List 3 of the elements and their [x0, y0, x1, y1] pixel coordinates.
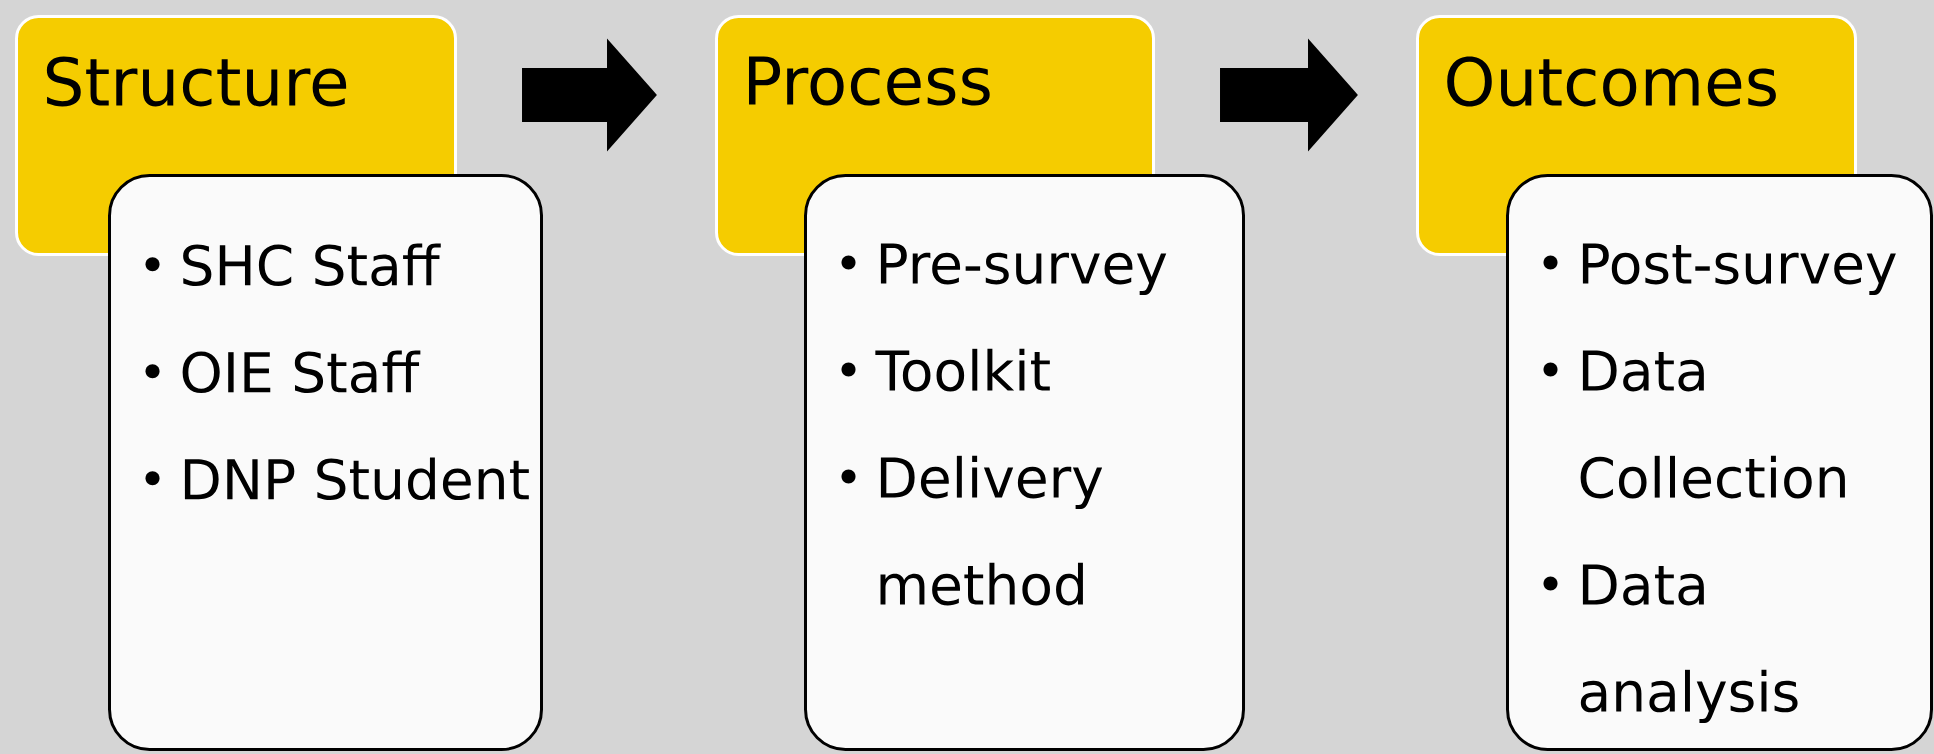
list-box: Pre-survey Toolkit Delivery method — [804, 174, 1245, 751]
list-box: SHC Staff OIE Staff DNP Student — [108, 174, 543, 751]
list-box: Post-survey Data Collection Data analysis — [1506, 174, 1933, 751]
